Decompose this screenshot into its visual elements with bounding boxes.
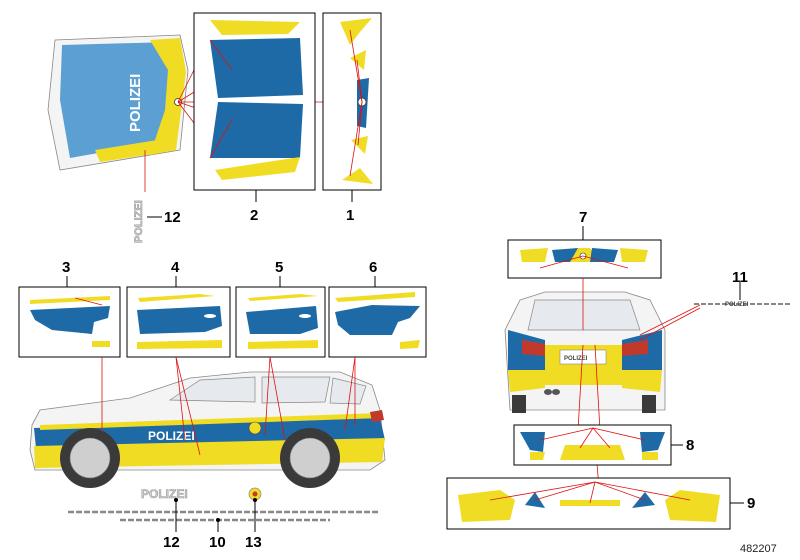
vertical-polizei-decal: POLIZEI — [133, 200, 145, 243]
callout-5: 5 — [275, 259, 283, 276]
callout-11: 11 — [732, 269, 748, 286]
callout-8: 8 — [686, 437, 694, 454]
callout-1: 1 — [346, 207, 354, 224]
callout-2: 2 — [250, 207, 258, 224]
part-box-2 — [193, 12, 316, 191]
callout-9: 9 — [747, 495, 755, 512]
callout-7: 7 — [579, 209, 587, 226]
callout-4: 4 — [171, 259, 180, 276]
part-box-9 — [446, 477, 731, 530]
side-car-illustration: POLIZEI — [29, 371, 386, 488]
rear-car-illustration: POLIZEI — [504, 291, 666, 413]
part-box-8 — [513, 424, 672, 466]
rear-strip-decal: POLIZEI — [694, 302, 790, 308]
callout-12-bottom: 12 — [163, 534, 180, 551]
hood-polizei-text: POLIZEI — [127, 74, 144, 132]
part-box-4 — [126, 286, 231, 358]
rear-strip-text: POLIZEI — [725, 302, 749, 308]
hood-illustration: POLIZEI — [47, 34, 189, 171]
part-box-5 — [235, 286, 326, 358]
side-leader-lines — [101, 356, 356, 456]
callout-3: 3 — [62, 259, 70, 276]
side-polizei-text: POLIZEI — [148, 429, 195, 443]
reference-number: 482207 — [740, 543, 777, 555]
part-box-6 — [328, 286, 427, 358]
rear-plate-text: POLIZEI — [564, 356, 588, 362]
callout-6: 6 — [369, 259, 377, 276]
part-box-1 — [322, 12, 382, 191]
part-box-3 — [18, 286, 121, 358]
callout-13: 13 — [245, 534, 262, 551]
side-polizei-decal: POLIZEI — [141, 487, 188, 501]
callout-10: 10 — [209, 534, 226, 551]
part-box-7 — [507, 239, 662, 279]
reflective-strips — [68, 510, 380, 522]
callout-12-top: 12 — [164, 209, 181, 226]
